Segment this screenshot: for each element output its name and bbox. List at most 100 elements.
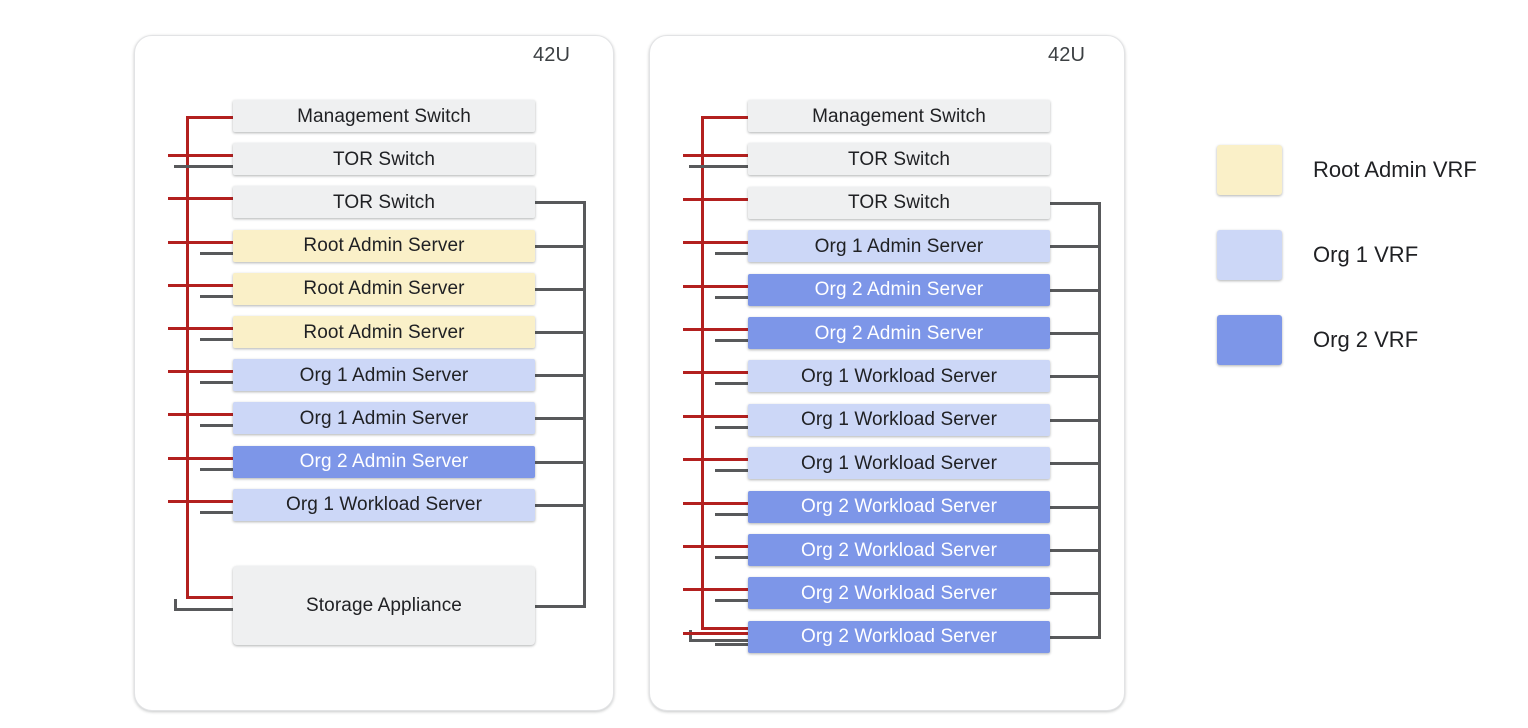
rack-unit-2-7[interactable]: Org 1 Workload Server <box>748 403 1050 436</box>
rack-unit-2-0[interactable]: Management Switch <box>748 100 1050 132</box>
uplink-stub-1-4 <box>535 287 583 291</box>
uplink-top-leg-2 <box>1050 201 1101 205</box>
mgmt-link-2-3 <box>683 241 748 245</box>
data-link-1-1 <box>174 165 233 169</box>
mgmt-link-2-4 <box>683 284 748 288</box>
rack-unit-2-3[interactable]: Org 1 Admin Server <box>748 230 1050 263</box>
mgmt-link-2-8 <box>683 458 748 462</box>
mgmt-link-2-12 <box>683 631 748 635</box>
mgmt-link-1-8 <box>168 456 233 460</box>
rack-unit-2-4[interactable]: Org 2 Admin Server <box>748 273 1050 306</box>
uplink-stub-2-5 <box>1050 332 1098 335</box>
uplink-stub-1-5 <box>535 331 583 334</box>
rack-capacity-label-2: 42U <box>1048 44 1085 66</box>
mgmt-link-1-6 <box>168 370 233 374</box>
mgmt-link-1-4 <box>168 283 233 287</box>
storage-appliance-1[interactable]: Storage Appliance <box>233 566 535 645</box>
mgmt-bus-bottom-leg-1 <box>186 595 233 599</box>
mgmt-link-1-9 <box>168 499 233 503</box>
data-link-2-11 <box>715 599 748 603</box>
uplink-vertical-1 <box>583 201 586 608</box>
mgmt-link-1-2 <box>168 197 233 201</box>
legend-label-2: Org 2 VRF <box>1313 327 1419 352</box>
data-link-2-7 <box>715 425 748 429</box>
mgmt-link-2-5 <box>683 328 748 331</box>
mgmt-link-2-0 <box>701 116 748 119</box>
uplink-stub-1-6 <box>535 374 583 378</box>
rack-unit-2-5[interactable]: Org 2 Admin Server <box>748 317 1050 349</box>
mgmt-link-2-1 <box>683 154 748 158</box>
rack-unit-1-9[interactable]: Org 1 Workload Server <box>233 488 535 521</box>
data-link-1-3 <box>200 251 233 255</box>
uplink-stub-1-7 <box>535 417 583 421</box>
legend-label-0: Root Admin VRF <box>1313 157 1477 182</box>
rack-unit-2-8[interactable]: Org 1 Workload Server <box>748 447 1050 480</box>
legend-item-1: Org 1 VRF <box>1217 230 1418 280</box>
rack-unit-2-2[interactable]: TOR Switch <box>748 186 1050 219</box>
rack-unit-2-11[interactable]: Org 2 Workload Server <box>748 577 1050 610</box>
rack-unit-2-6[interactable]: Org 1 Workload Server <box>748 360 1050 393</box>
data-bus-bottom-leg-2 <box>689 638 748 642</box>
uplink-stub-2-3 <box>1050 245 1098 249</box>
mgmt-link-1-5 <box>168 327 233 330</box>
legend-swatch-1 <box>1217 230 1282 280</box>
uplink-stub-2-4 <box>1050 288 1098 292</box>
uplink-stub-1-8 <box>535 460 583 464</box>
mgmt-bus-bottom-leg-2 <box>701 626 748 630</box>
data-link-1-5 <box>200 338 233 341</box>
rack-unit-1-0[interactable]: Management Switch <box>233 100 535 132</box>
uplink-bottom-leg-2 <box>1050 635 1101 639</box>
legend-item-2: Org 2 VRF <box>1217 315 1418 365</box>
data-link-2-1 <box>689 165 748 169</box>
rack-unit-1-4[interactable]: Root Admin Server <box>233 272 535 305</box>
mgmt-bus-vertical-1 <box>186 116 189 599</box>
rack-unit-2-1[interactable]: TOR Switch <box>748 143 1050 176</box>
rack-unit-1-2[interactable]: TOR Switch <box>233 186 535 219</box>
mgmt-link-1-3 <box>168 240 233 244</box>
mgmt-link-2-10 <box>683 545 748 548</box>
uplink-stub-1-9 <box>535 503 583 507</box>
legend-label-1: Org 1 VRF <box>1313 242 1419 267</box>
rack-unit-1-6[interactable]: Org 1 Admin Server <box>233 359 535 392</box>
rack-unit-2-12[interactable]: Org 2 Workload Server <box>748 620 1050 653</box>
data-link-1-8 <box>200 467 233 471</box>
mgmt-link-1-1 <box>168 154 233 158</box>
mgmt-link-2-2 <box>683 197 748 201</box>
rack-unit-2-9[interactable]: Org 2 Workload Server <box>748 490 1050 523</box>
data-link-2-10 <box>715 556 748 559</box>
rack-unit-1-5[interactable]: Root Admin Server <box>233 316 535 348</box>
legend-swatch-0 <box>1217 145 1282 195</box>
uplink-stub-2-6 <box>1050 375 1098 379</box>
uplink-stub-2-11 <box>1050 592 1098 596</box>
uplink-stub-2-9 <box>1050 505 1098 509</box>
uplink-stub-1-3 <box>535 244 583 248</box>
data-link-2-6 <box>715 382 748 386</box>
uplink-vertical-2 <box>1098 201 1101 639</box>
data-bus-bottom-leg-1 <box>174 607 233 611</box>
mgmt-link-2-7 <box>683 414 748 418</box>
data-link-2-12 <box>715 642 748 646</box>
data-link-2-4 <box>715 295 748 299</box>
mgmt-link-1-0 <box>186 116 233 119</box>
mgmt-link-2-11 <box>683 588 748 592</box>
rack-unit-1-7[interactable]: Org 1 Admin Server <box>233 402 535 435</box>
data-link-1-4 <box>200 294 233 298</box>
data-link-1-9 <box>200 510 233 514</box>
rack-unit-1-8[interactable]: Org 2 Admin Server <box>233 445 535 478</box>
uplink-stub-2-8 <box>1050 462 1098 466</box>
rack-unit-1-1[interactable]: TOR Switch <box>233 143 535 176</box>
uplink-stub-2-7 <box>1050 418 1098 422</box>
data-link-2-3 <box>715 252 748 256</box>
uplink-stub-2-10 <box>1050 549 1098 552</box>
data-bus-vertical-1 <box>174 598 177 608</box>
mgmt-link-2-9 <box>683 501 748 505</box>
data-link-1-6 <box>200 381 233 385</box>
data-link-2-5 <box>715 339 748 342</box>
data-link-2-9 <box>715 512 748 516</box>
rack-unit-2-10[interactable]: Org 2 Workload Server <box>748 534 1050 566</box>
rack-unit-1-3[interactable]: Root Admin Server <box>233 229 535 262</box>
rack-capacity-label-1: 42U <box>533 44 570 66</box>
uplink-bottom-leg-1 <box>535 604 586 608</box>
data-link-2-8 <box>715 469 748 473</box>
